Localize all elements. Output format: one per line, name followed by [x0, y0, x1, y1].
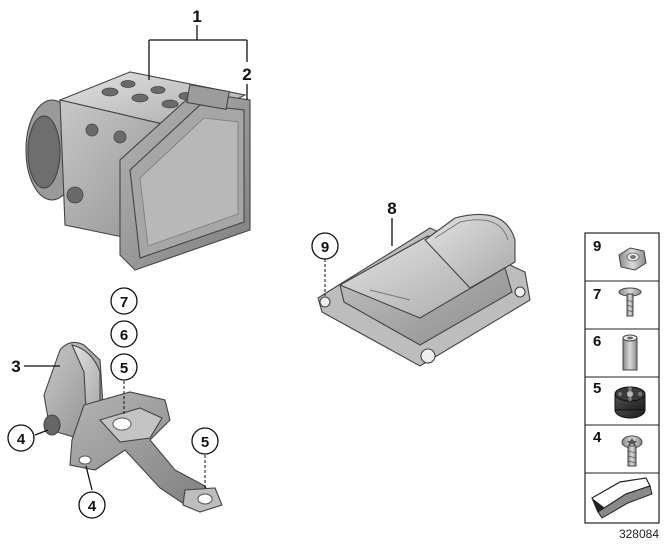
callout-5a-circle: 5	[110, 353, 138, 381]
callout-4b: 4	[88, 498, 97, 515]
callout-6-circle: 6	[110, 320, 138, 348]
callout-9-circle: 9	[311, 232, 339, 260]
spacer-sleeve-icon	[622, 334, 638, 371]
callout-6: 6	[120, 327, 128, 344]
torx-screw-icon	[621, 435, 643, 467]
callout-5b-circle: 5	[191, 427, 219, 455]
control-module	[317, 214, 531, 367]
legend-number-5: 5	[593, 380, 601, 397]
abs-hydraulic-unit	[25, 71, 251, 271]
callout-5b: 5	[201, 434, 209, 451]
leader-lines	[24, 25, 393, 491]
callout-1: 1	[192, 7, 201, 26]
legend-number-4: 4	[593, 429, 602, 446]
callout-4b-circle: 4	[78, 491, 106, 519]
reference-number: 328084	[619, 527, 659, 541]
callout-8: 8	[387, 199, 396, 218]
legend-row-7: 7	[593, 286, 642, 317]
legend-row-4: 4	[593, 429, 643, 467]
callout-4a-circle: 4	[7, 424, 35, 452]
parts-legend: 9 7 6	[584, 232, 660, 524]
callout-5a: 5	[120, 360, 128, 377]
flat-head-bolt-icon	[618, 287, 642, 317]
callout-2: 2	[242, 65, 251, 84]
legend-row-6: 6	[593, 333, 638, 371]
callout-9: 9	[321, 239, 329, 256]
legend-number-9: 9	[593, 238, 601, 255]
legend-row-9: 9	[593, 238, 647, 271]
legend-number-6: 6	[593, 333, 601, 350]
hex-nut-icon	[618, 247, 647, 271]
arrow-icon	[591, 477, 653, 519]
callout-7-circle: 7	[110, 287, 138, 315]
callout-4a: 4	[17, 431, 26, 448]
legend-row-5: 5	[593, 380, 646, 419]
rubber-mount-icon	[614, 386, 646, 419]
callout-3: 3	[11, 357, 20, 376]
legend-number-7: 7	[593, 286, 601, 303]
callout-7: 7	[120, 294, 128, 311]
